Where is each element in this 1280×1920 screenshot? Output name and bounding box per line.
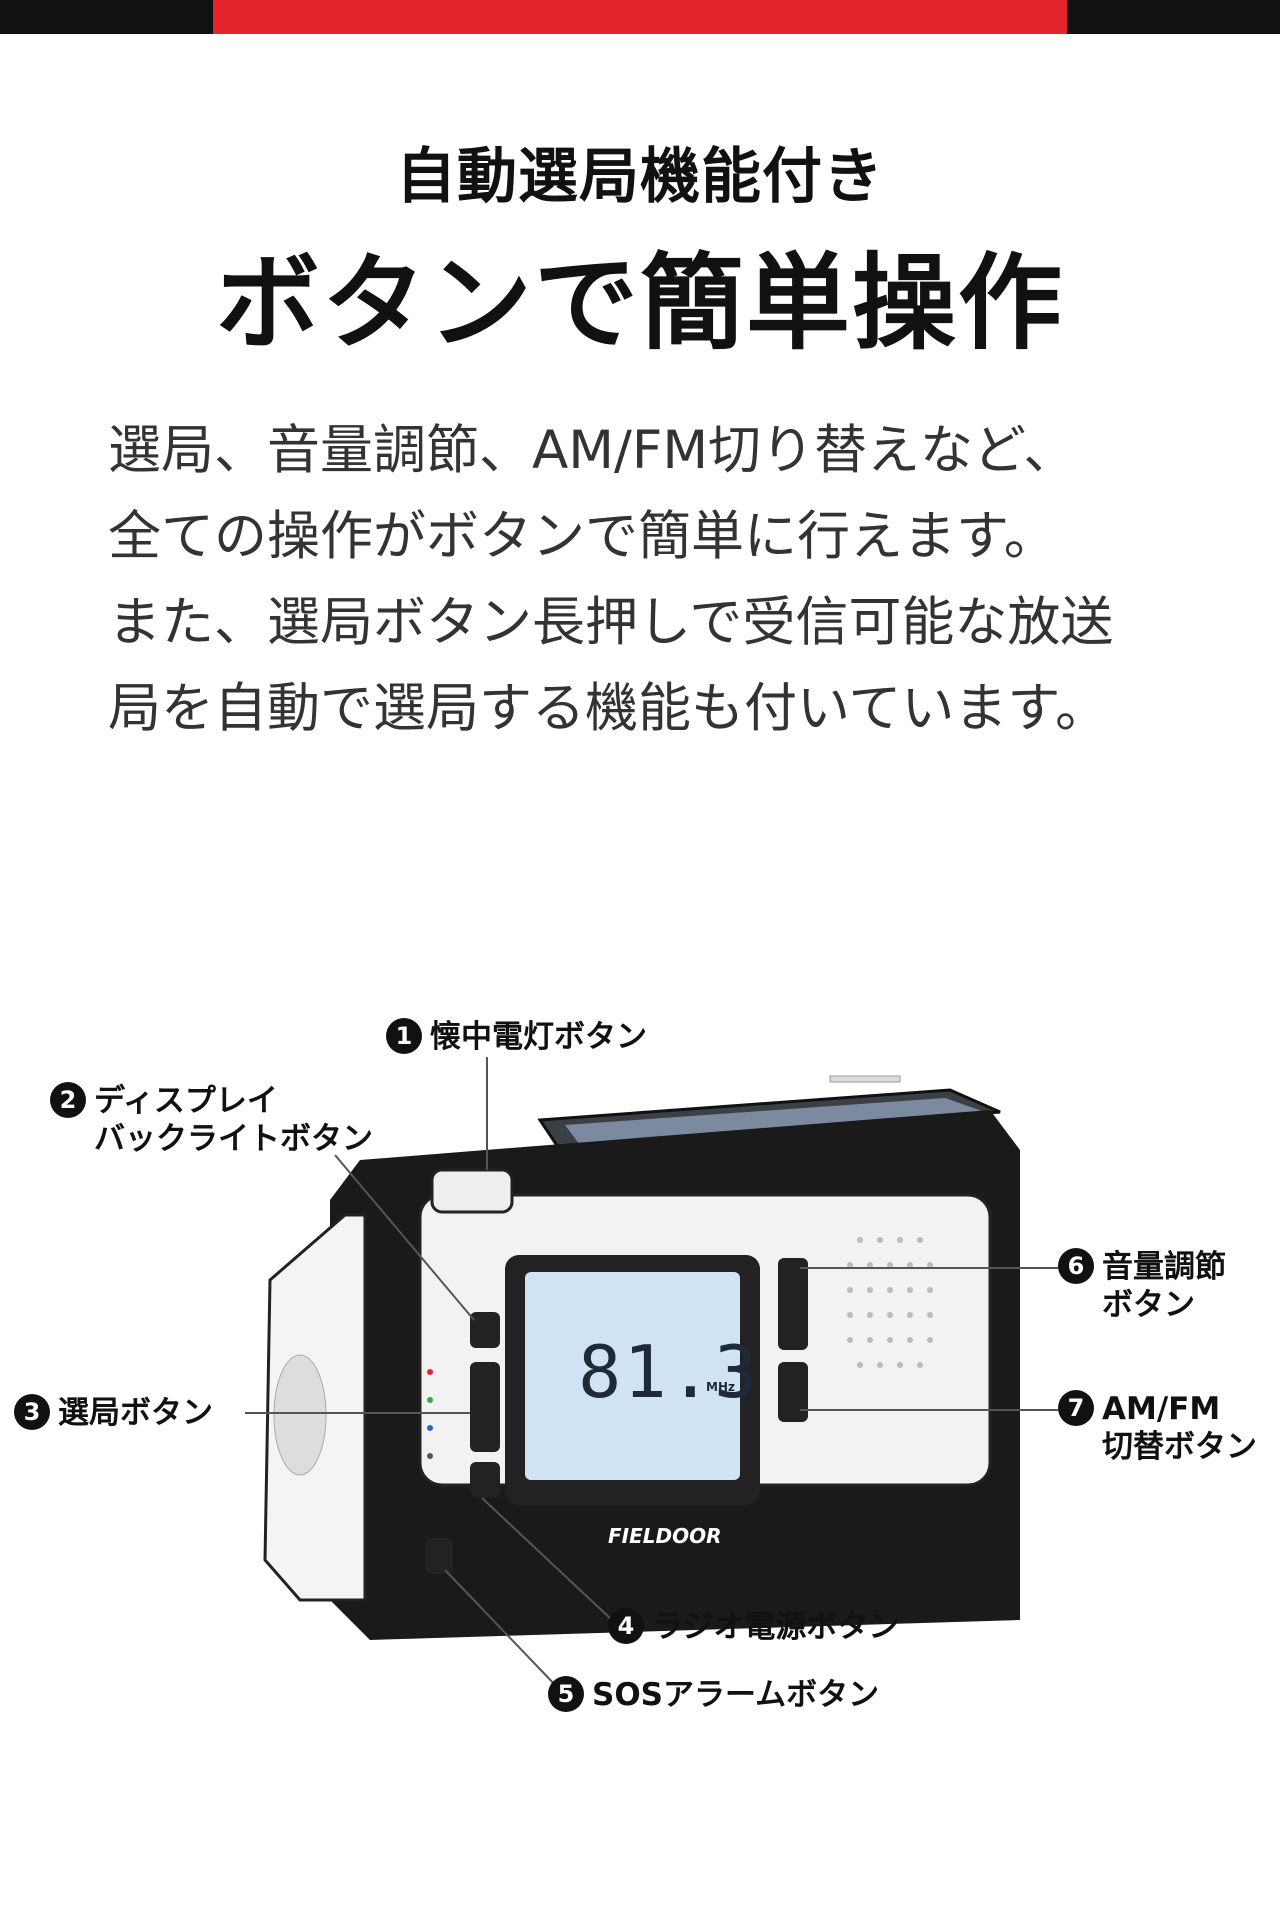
- callout-label: 音量調節: [1102, 1249, 1226, 1285]
- callout-label: 選局ボタン: [58, 1395, 213, 1431]
- callout-number: 5: [548, 1676, 584, 1712]
- callout-label: ディスプレイ: [94, 1083, 278, 1119]
- lcd-frequency: 81.3: [578, 1330, 760, 1414]
- top-banner-bar: [0, 0, 1280, 34]
- callout-volume-button: 6 音量調節 ボタン: [1058, 1248, 1226, 1324]
- callout-number: 6: [1058, 1248, 1094, 1284]
- callout-label: ボタン: [1102, 1287, 1195, 1323]
- description-paragraph: 選局、音量調節、AM/FM切り替えなど、 全ての操作がボタンで簡単に行えます。 …: [108, 408, 1208, 752]
- callout-number: 3: [14, 1394, 50, 1430]
- callout-number: 7: [1058, 1390, 1094, 1426]
- description-line: 局を自動で選局する機能も付いています。: [108, 678, 1109, 739]
- callout-label: バックライトボタン: [94, 1121, 373, 1157]
- description-line: 全ての操作がボタンで簡単に行えます。: [108, 506, 1057, 567]
- callout-label: ラジオ電源ボタン: [652, 1609, 900, 1645]
- radio-product-diagram: 81.3 MHz FIELDOOR 1 懐中電灯ボタン 2 ディスプレイ バック…: [0, 1000, 1280, 1713]
- callout-sos-alarm-button: 5 SOSアラームボタン: [548, 1676, 879, 1714]
- brand-logo: FIELDOOR: [608, 1524, 722, 1548]
- callout-number: 1: [386, 1018, 422, 1054]
- callout-label: AM/FM: [1102, 1391, 1221, 1427]
- page-title: ボタンで簡単操作: [215, 242, 1064, 364]
- callout-flashlight-button: 1 懐中電灯ボタン: [386, 1018, 647, 1056]
- description-line: 選局、音量調節、AM/FM切り替えなど、: [108, 420, 1077, 481]
- description-line: また、選局ボタン長押しで受信可能な放送: [108, 592, 1114, 653]
- radio-illustration: [245, 1057, 1058, 1689]
- callout-label: SOSアラームボタン: [592, 1677, 880, 1713]
- page-subtitle: 自動選局機能付き: [396, 142, 884, 212]
- callout-am-fm-button: 7 AM/FM 切替ボタン: [1058, 1390, 1257, 1466]
- callout-label: 懐中電灯ボタン: [430, 1019, 647, 1055]
- lcd-unit: MHz: [706, 1380, 735, 1394]
- callout-backlight-button: 2 ディスプレイ バックライトボタン: [50, 1082, 373, 1158]
- callout-radio-power-button: 4 ラジオ電源ボタン: [608, 1608, 899, 1646]
- top-banner-accent: [213, 0, 1067, 34]
- callout-number: 2: [50, 1082, 86, 1118]
- callout-tuning-button: 3 選局ボタン: [14, 1394, 213, 1432]
- callout-label: 切替ボタン: [1102, 1429, 1257, 1465]
- callout-number: 4: [608, 1608, 644, 1644]
